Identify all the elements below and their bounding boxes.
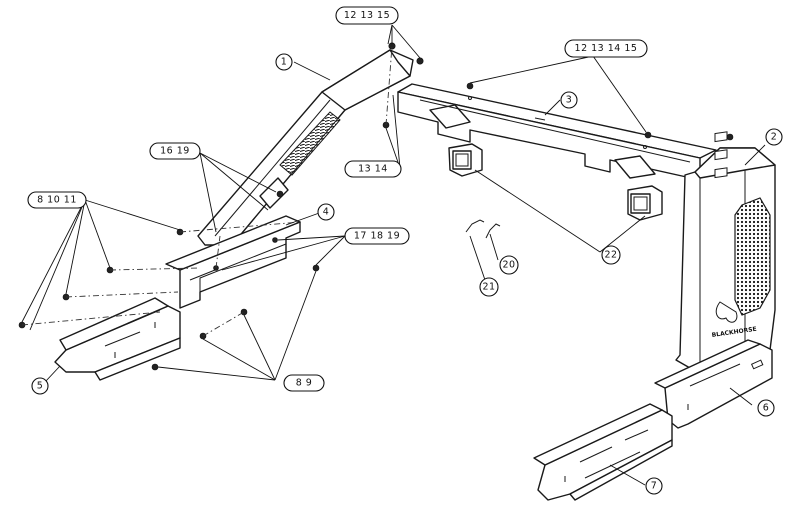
arm-part-1: [197, 49, 414, 246]
callout-bottom-hardware: 8 9: [283, 374, 325, 392]
callout-6: 6: [757, 399, 775, 417]
svg-text:17 18 19: 17 18 19: [354, 231, 400, 242]
callout-22: 22: [601, 245, 621, 265]
svg-text:7: 7: [651, 481, 658, 492]
callout-1: 1: [275, 53, 293, 71]
light-part-22b: [627, 185, 663, 221]
rail-part-5: [54, 297, 181, 381]
svg-text:12 13 14 15: 12 13 14 15: [575, 43, 638, 54]
callout-top-hardware: 12 13 15: [335, 6, 399, 25]
callout-21: 21: [479, 277, 499, 297]
callout-left-hardware: 16 19: [149, 142, 201, 160]
svg-text:21: 21: [482, 282, 495, 293]
pin-part-20: [485, 223, 501, 239]
svg-text:13 14: 13 14: [358, 164, 388, 175]
callout-20: 20: [499, 255, 519, 275]
assembly-center-lines: [21, 45, 393, 337]
svg-text:22: 22: [604, 250, 617, 261]
callout-3: 3: [560, 91, 578, 109]
callout-7: 7: [645, 477, 663, 495]
svg-text:5: 5: [37, 381, 44, 392]
callout-arm-hardware: 17 18 19: [344, 227, 410, 245]
svg-text:6: 6: [763, 403, 770, 414]
callout-right-hardware: 12 13 14 15: [564, 39, 648, 58]
leader-lines: [21, 24, 766, 486]
svg-text:4: 4: [323, 207, 330, 218]
svg-text:1: 1: [281, 57, 288, 68]
svg-text:3: 3: [566, 95, 573, 106]
pin-part-21: [465, 219, 485, 233]
svg-text:8 9: 8 9: [296, 378, 313, 389]
sleeve-part-7: [533, 403, 673, 501]
callout-2: 2: [765, 128, 783, 146]
callout-4: 4: [317, 203, 335, 221]
svg-text:8 10 11: 8 10 11: [37, 195, 77, 206]
callout-side-hardware: 8 10 11: [27, 191, 87, 209]
light-part-22a: [448, 143, 483, 177]
svg-text:16 19: 16 19: [160, 146, 190, 157]
crossbar-part-3: [397, 83, 717, 181]
callout-mid-hardware: 13 14: [344, 160, 402, 178]
callout-5: 5: [31, 377, 49, 395]
svg-text:20: 20: [502, 260, 515, 271]
svg-text:2: 2: [771, 132, 778, 143]
svg-text:12 13 15: 12 13 15: [344, 10, 390, 21]
upright-part-2: BLACKHORSE: [675, 131, 776, 369]
